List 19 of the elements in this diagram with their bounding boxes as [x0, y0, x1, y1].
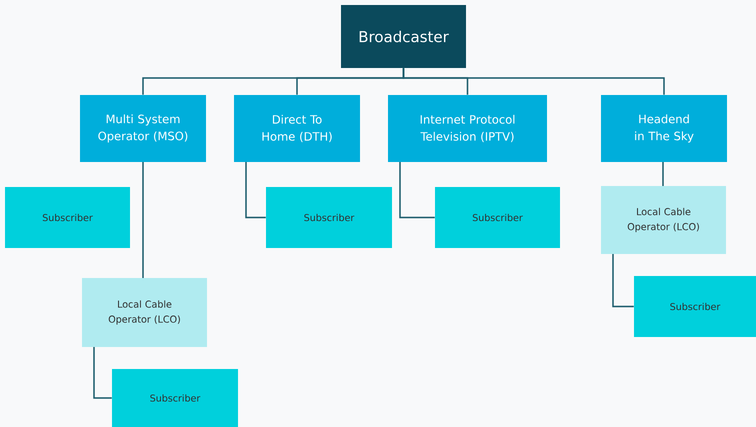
subscriber-box: Subscriber [266, 187, 392, 248]
channel-box: Headend in The Sky [601, 95, 727, 162]
connector-line [662, 162, 664, 186]
broadcaster-box: Broadcaster [341, 5, 466, 68]
channel-box: Internet Protocol Television (IPTV) [388, 95, 547, 162]
connector-line [402, 68, 665, 95]
operator-box: Local Cable Operator (LCO) [601, 186, 726, 254]
connector-line [93, 347, 112, 399]
subscriber-box: Subscriber [634, 276, 756, 337]
channel-box: Multi System Operator (MSO) [80, 95, 206, 162]
subscriber-box: Subscriber [112, 369, 238, 427]
connector-line [399, 162, 435, 218]
connector-line [142, 162, 144, 278]
channel-box: Direct To Home (DTH) [234, 95, 360, 162]
connector-line [245, 162, 266, 218]
subscriber-box: Subscriber [5, 187, 130, 248]
subscriber-box: Subscriber [435, 187, 560, 248]
connector-line [612, 254, 634, 308]
operator-box: Local Cable Operator (LCO) [82, 278, 207, 347]
